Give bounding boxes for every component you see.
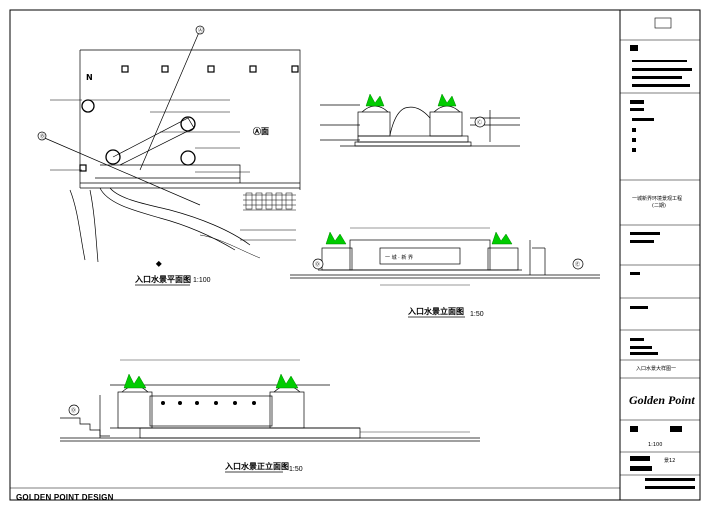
side-elevation-plants	[123, 373, 299, 389]
marker-d: Ⓓ	[312, 258, 324, 270]
company-footer: GOLDEN POINT DESIGN	[16, 493, 114, 502]
side-elevation-details	[161, 401, 256, 405]
plan-marker-b: Ⓑ	[37, 131, 47, 141]
svg-text:Ⓒ: Ⓒ	[477, 119, 482, 126]
upper-elevation-plants	[365, 93, 457, 107]
drawing-name: 入口水景大样图一	[636, 365, 676, 372]
side-elevation-title: 入口水景正立面图	[224, 461, 289, 471]
upper-elevation	[320, 104, 520, 147]
compass-mark: N	[86, 73, 93, 82]
plan-north-glyph: ⬥	[155, 259, 162, 268]
plan-scale: 1:100	[193, 277, 211, 284]
plan-marker-a: Ⓐ	[195, 25, 205, 35]
front-elevation	[290, 227, 600, 286]
svg-text:Ⓓ: Ⓓ	[71, 407, 76, 414]
title-block-bars	[630, 45, 695, 489]
svg-text:Ⓔ: Ⓔ	[575, 261, 580, 268]
project-phase: (二期)	[652, 203, 666, 209]
marker-c: Ⓒ	[474, 116, 486, 128]
front-elevation-plants	[325, 231, 513, 245]
sign-text: 一 城 · 新 界	[385, 254, 413, 261]
firm-logo: Golden Point	[629, 393, 695, 407]
side-elevation-scale: 1:50	[289, 466, 303, 473]
svg-text:Ⓑ: Ⓑ	[40, 133, 45, 140]
front-elevation-scale: 1:50	[470, 311, 484, 318]
side-elevation-marker: Ⓓ	[68, 404, 80, 416]
marker-e: Ⓔ	[572, 258, 584, 270]
front-elevation-title: 入口水景立面图	[407, 306, 464, 316]
plan-section-label: Ⓐ面	[253, 126, 269, 136]
svg-text:Ⓐ: Ⓐ	[198, 27, 203, 34]
sheet-border	[9, 9, 701, 501]
plan-view	[39, 29, 301, 263]
side-elevation	[60, 359, 480, 442]
sheet-number: 景12	[664, 457, 675, 464]
title-block	[620, 17, 700, 476]
svg-text:Ⓓ: Ⓓ	[315, 261, 320, 268]
plan-title: 入口水景平面图	[134, 274, 191, 284]
title-block-scale: 1:100	[648, 442, 662, 448]
project-name: 一城新界环境景观工程	[632, 195, 682, 202]
